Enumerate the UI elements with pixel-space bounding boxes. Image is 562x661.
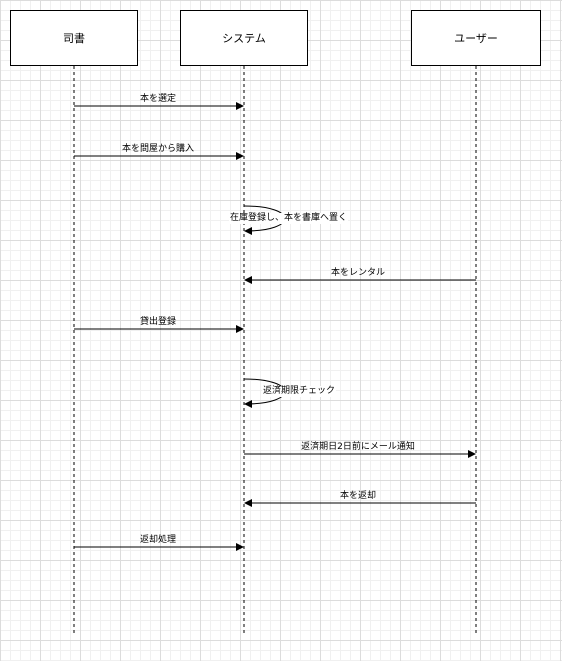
message-label-rent-book: 本をレンタル: [330, 268, 386, 278]
actor-system[interactable]: システム: [180, 10, 308, 66]
actor-librarian-label: 司書: [63, 32, 85, 45]
message-label-return-book: 本を返却: [339, 491, 377, 501]
actor-system-label: システム: [222, 32, 266, 45]
actor-user-label: ユーザー: [454, 32, 498, 45]
message-label-purchase-book: 本を問屋から購入: [121, 144, 195, 154]
message-label-mail-notify: 返済期日2日前にメール通知: [301, 442, 415, 452]
message-label-register-stock: 在庫登録し、本を書庫へ置く: [229, 213, 349, 224]
message-label-due-check: 返済期限チェック: [262, 386, 337, 397]
message-label-return-process: 返却処理: [139, 535, 177, 545]
actor-user[interactable]: ユーザー: [411, 10, 541, 66]
message-label-select-book: 本を選定: [139, 94, 177, 104]
message-label-lend-registration: 貸出登録: [139, 317, 177, 327]
actor-librarian[interactable]: 司書: [10, 10, 138, 66]
